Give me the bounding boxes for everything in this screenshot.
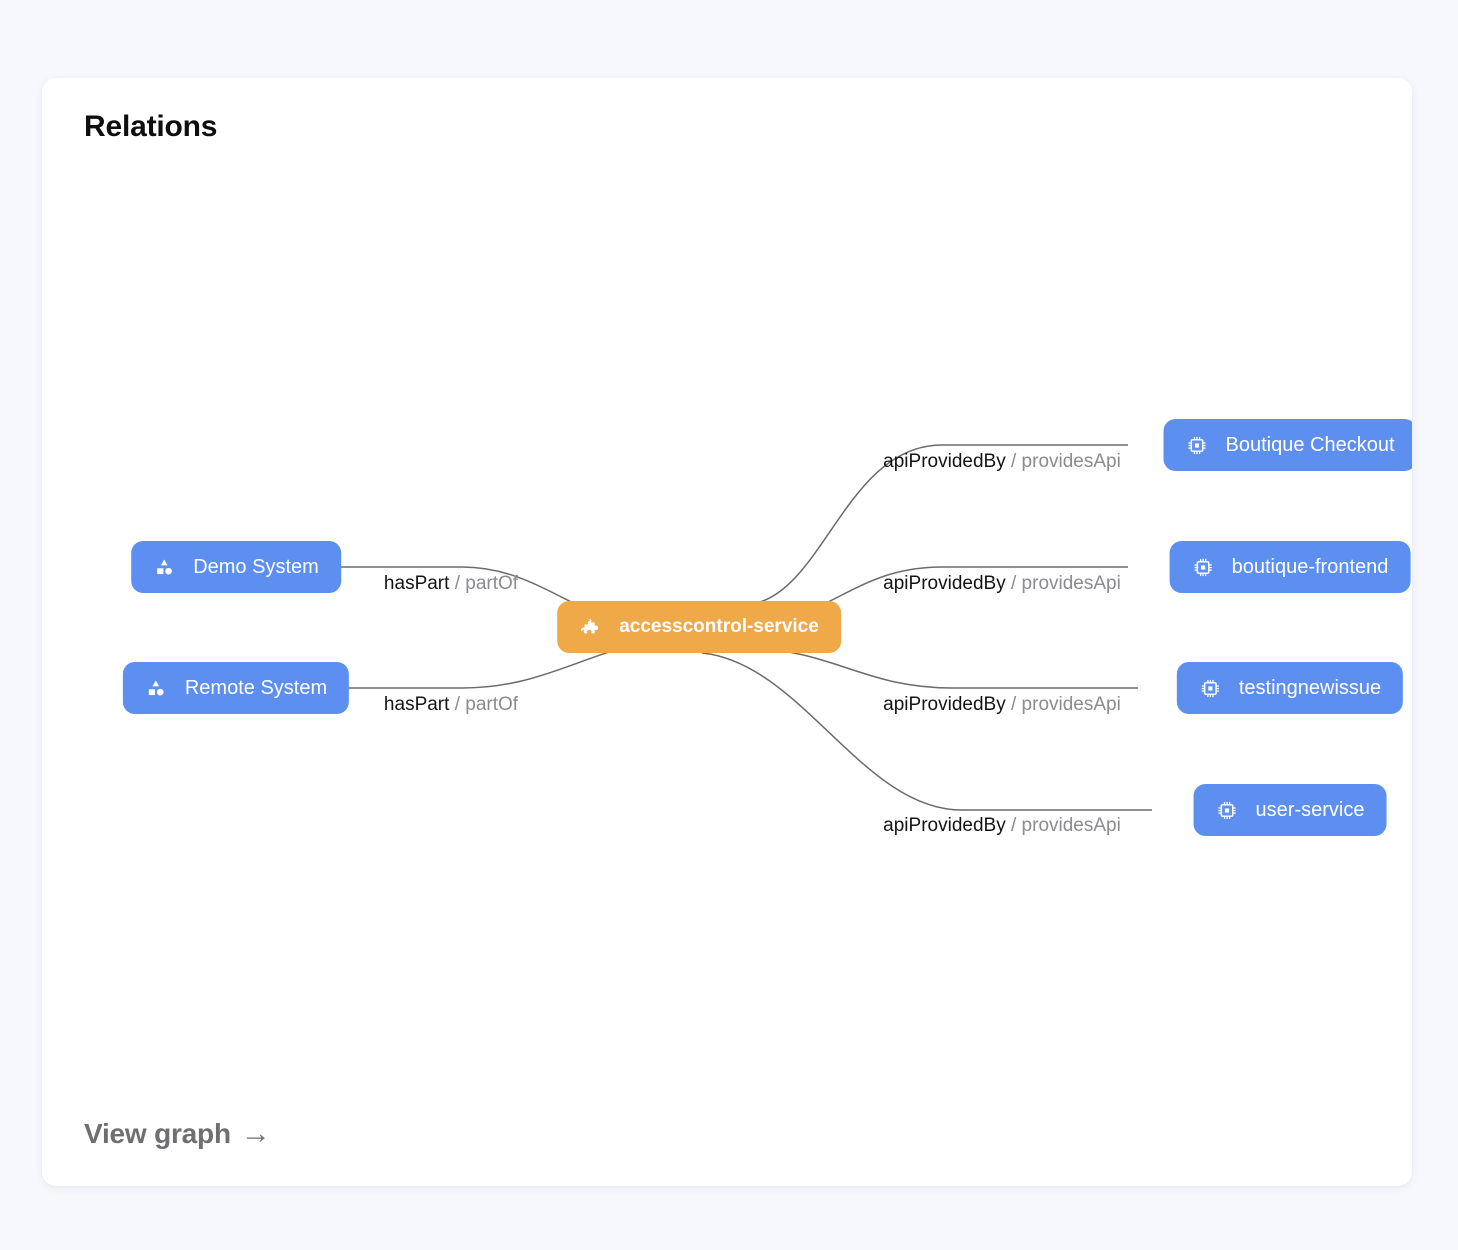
graph-node-label: testingnewissue <box>1238 676 1382 699</box>
edge-label-forward: hasPart <box>383 694 450 715</box>
edge-label-testingnewissue: apiProvidedBy / providesApi <box>883 694 1121 716</box>
edge-label-forward: apiProvidedBy <box>883 815 1006 836</box>
graph-node-label: Remote System <box>184 676 328 699</box>
view-graph-link[interactable]: View graph → <box>84 1118 271 1150</box>
chip-icon <box>1216 799 1238 821</box>
graph-node-user-service[interactable]: user-service <box>1193 784 1387 836</box>
page-title: Relations <box>84 110 218 143</box>
chip-icon <box>1199 677 1221 699</box>
edge-user-service-apiprovidedby <box>701 652 1152 811</box>
chip-icon <box>1192 556 1214 578</box>
edge-label-forward: apiProvidedBy <box>883 573 1006 594</box>
edge-label-boutique-frontend: apiProvidedBy / providesApi <box>883 573 1121 595</box>
edge-label-reverse: providesApi <box>1021 694 1121 715</box>
graph-node-label: accesscontrol-service <box>619 616 819 637</box>
edge-label-user-service: apiProvidedBy / providesApi <box>883 815 1121 837</box>
graph-node-label: Boutique Checkout <box>1225 433 1395 456</box>
edge-label-separator: / <box>454 694 460 715</box>
edge-testingnewissue-apiprovidedby <box>741 647 1138 689</box>
edge-boutique-checkout-apiprovidedby <box>741 444 1128 606</box>
graph-node-remote-system[interactable]: Remote System <box>122 662 350 714</box>
edge-label-reverse: partOf <box>465 573 519 594</box>
edge-label-forward: hasPart <box>383 573 450 594</box>
shapes-icon <box>145 677 167 699</box>
graph-node-demo-system[interactable]: Demo System <box>131 541 341 593</box>
edge-label-separator: / <box>1010 815 1017 836</box>
edge-label-separator: / <box>1010 573 1017 594</box>
graph-node-label: boutique-frontend <box>1231 555 1389 578</box>
chip-icon <box>1185 434 1207 456</box>
edge-label-forward: apiProvidedBy <box>883 694 1006 715</box>
relations-card: Relations hasPart / partOf <box>42 78 1412 1186</box>
graph-node-label: Demo System <box>193 555 319 578</box>
edge-label-reverse: providesApi <box>1021 451 1121 472</box>
graph-node-boutique-frontend[interactable]: boutique-frontend <box>1169 541 1411 593</box>
graph-node-boutique-checkout[interactable]: Boutique Checkout <box>1163 419 1412 471</box>
edge-label-reverse: partOf <box>465 694 519 715</box>
view-graph-label: View graph <box>84 1118 231 1149</box>
edge-label-remote-system: hasPart / partOf <box>384 694 518 716</box>
graph-node-accesscontrol-service[interactable]: accesscontrol-service <box>557 601 841 653</box>
edge-label-separator: / <box>454 573 460 594</box>
puzzle-piece-icon <box>579 616 601 638</box>
relations-graph: hasPart / partOf hasPart / partOf apiPro… <box>42 78 1412 1186</box>
arrow-right-icon: → <box>240 1117 271 1150</box>
graph-node-testingnewissue[interactable]: testingnewissue <box>1176 662 1404 714</box>
edge-label-reverse: providesApi <box>1021 815 1121 836</box>
shapes-icon <box>153 556 175 578</box>
edge-label-demo-system: hasPart / partOf <box>384 573 518 595</box>
edge-label-reverse: providesApi <box>1021 573 1121 594</box>
graph-node-label: user-service <box>1255 798 1365 821</box>
edge-label-separator: / <box>1010 451 1017 472</box>
edge-label-forward: apiProvidedBy <box>883 451 1006 472</box>
edge-label-boutique-checkout: apiProvidedBy / providesApi <box>883 451 1121 473</box>
edge-label-separator: / <box>1010 694 1017 715</box>
